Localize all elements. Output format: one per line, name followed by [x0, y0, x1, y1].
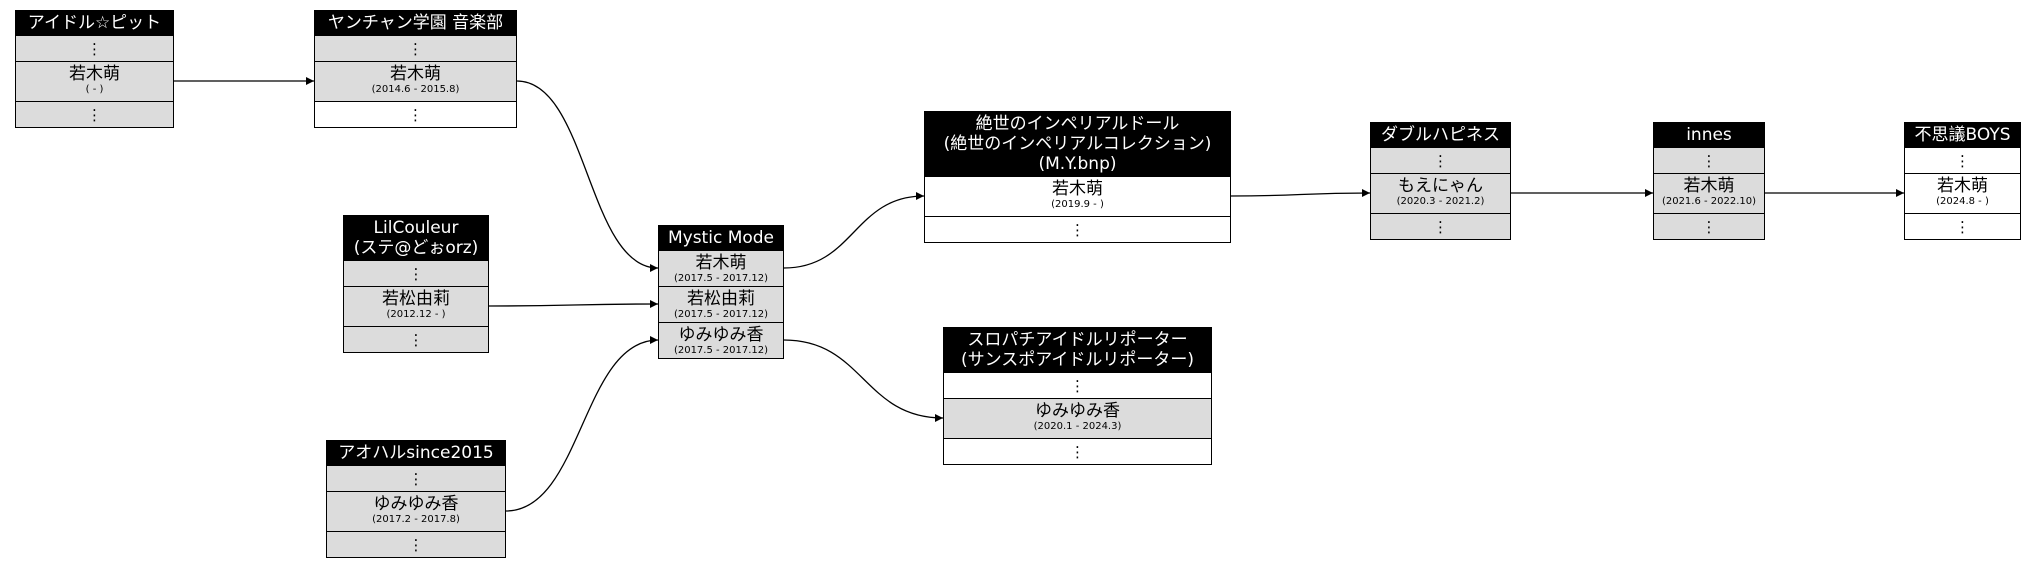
member-period: (2020.3 - 2021.2) — [1396, 196, 1485, 207]
group-title: アイドル☆ピット — [16, 11, 173, 35]
group-title-line: アオハルsince2015 — [338, 443, 494, 463]
member-period: (2021.6 - 2022.10) — [1661, 196, 1757, 207]
group-title: ヤンチャン学園 音楽部 — [315, 11, 516, 35]
member-entry[interactable]: 若木萌 (2021.6 - 2022.10) — [1654, 173, 1764, 213]
member-name: ゆみゆみ香 — [373, 494, 459, 514]
member-entry[interactable]: 若木萌 ( - ) — [16, 61, 173, 101]
member-name: 若木萌 — [695, 253, 747, 273]
member-ellipsis: ⋮ — [315, 101, 516, 127]
group-node-double-happiness[interactable]: ダブルハピネス ⋮ もえにゃん (2020.3 - 2021.2) ⋮ — [1370, 122, 1511, 240]
connector-arrow-lilcouleur-to-mystic — [488, 300, 659, 309]
group-title-line: アイドル☆ピット — [27, 13, 162, 33]
member-period: (2017.5 - 2017.12) — [673, 309, 769, 320]
group-title-line: LilCouleur — [373, 218, 459, 238]
connector-arrow-mystic-to-slopachi — [783, 339, 944, 422]
member-name: 若松由莉 — [687, 289, 755, 309]
member-ellipsis: ⋮ — [315, 35, 516, 61]
group-node-idol-pit[interactable]: アイドル☆ピット ⋮ 若木萌 ( - ) ⋮ — [15, 10, 174, 128]
member-ellipsis: ⋮ — [16, 101, 173, 127]
member-period: (2024.8 - ) — [1936, 196, 1989, 207]
member-entry[interactable]: ゆみゆみ香 (2017.2 - 2017.8) — [327, 491, 505, 531]
group-title-line: ダブルハピネス — [1381, 125, 1500, 145]
member-ellipsis: ⋮ — [1654, 147, 1764, 173]
member-name: ゆみゆみ香 — [1035, 401, 1120, 421]
member-name: 若木萌 — [1052, 179, 1103, 199]
group-title-line: innes — [1686, 125, 1732, 145]
member-entry[interactable]: ゆみゆみ香 (2020.1 - 2024.3) — [944, 398, 1211, 438]
group-node-fushigi-boys[interactable]: 不思議BOYS ⋮ 若木萌 (2024.8 - ) ⋮ — [1904, 122, 2021, 240]
group-title-line: Mystic Mode — [667, 228, 775, 248]
member-ellipsis: ⋮ — [344, 326, 488, 352]
member-entry[interactable]: 若松由莉 (2017.5 - 2017.12) — [659, 286, 783, 322]
group-title-line: 絶世のインペリアルドール — [975, 114, 1180, 134]
member-entry[interactable]: 若木萌 (2024.8 - ) — [1905, 173, 2020, 213]
group-node-mystic-mode[interactable]: Mystic Mode 若木萌 (2017.5 - 2017.12) 若松由莉 … — [658, 225, 784, 359]
group-title: 不思議BOYS — [1905, 123, 2020, 147]
member-ellipsis: ⋮ — [944, 438, 1211, 464]
member-entry[interactable]: 若木萌 (2014.6 - 2015.8) — [315, 61, 516, 101]
member-ellipsis: ⋮ — [944, 372, 1211, 398]
member-period: (2017.2 - 2017.8) — [372, 514, 460, 525]
group-title-line: ヤンチャン学園 音楽部 — [327, 13, 504, 33]
connector-arrow-mystic-to-zessei — [783, 192, 925, 269]
group-title-line: 不思議BOYS — [1914, 125, 2011, 145]
group-title-line: スロパチアイドルリポーター — [967, 330, 1188, 350]
member-ellipsis: ⋮ — [1371, 213, 1510, 239]
member-name: 若木萌 — [1683, 176, 1735, 196]
member-name: 若木萌 — [390, 64, 441, 84]
member-entry[interactable]: 若木萌 (2017.5 - 2017.12) — [659, 250, 783, 286]
group-title-line: (ステ@どぉorz) — [353, 238, 479, 258]
member-period: (2020.1 - 2024.3) — [1033, 421, 1122, 432]
member-ellipsis: ⋮ — [1905, 147, 2020, 173]
connector-arrow-zessei-to-double_happiness — [1230, 189, 1371, 198]
group-title: スロパチアイドルリポーター (サンスポアイドルリポーター) — [944, 328, 1211, 372]
member-period: (2017.5 - 2017.12) — [673, 345, 769, 356]
group-node-yanchan-gakuen[interactable]: ヤンチャン学園 音楽部 ⋮ 若木萌 (2014.6 - 2015.8) ⋮ — [314, 10, 517, 128]
connector-arrow-yanchan-to-mystic — [516, 80, 659, 272]
group-title: Mystic Mode — [659, 226, 783, 250]
member-ellipsis: ⋮ — [1654, 213, 1764, 239]
member-name: 若木萌 — [1937, 176, 1988, 196]
member-period: ( - ) — [85, 84, 104, 95]
group-node-aoharu-since-2015[interactable]: アオハルsince2015 ⋮ ゆみゆみ香 (2017.2 - 2017.8) … — [326, 440, 506, 558]
group-title-line: (M.Y.bnp) — [1038, 154, 1117, 174]
member-entry[interactable]: ゆみゆみ香 (2017.5 - 2017.12) — [659, 322, 783, 358]
member-period: (2014.6 - 2015.8) — [371, 84, 460, 95]
member-entry[interactable]: 若松由莉 (2012.12 - ) — [344, 286, 488, 326]
group-title: アオハルsince2015 — [327, 441, 505, 465]
member-period: (2012.12 - ) — [386, 309, 446, 320]
member-ellipsis: ⋮ — [327, 465, 505, 491]
group-title-line: (絶世のインペリアルコレクション) — [943, 134, 1212, 154]
member-ellipsis: ⋮ — [344, 260, 488, 286]
member-ellipsis: ⋮ — [1371, 147, 1510, 173]
group-node-slopachi-idol-reporter[interactable]: スロパチアイドルリポーター (サンスポアイドルリポーター) ⋮ ゆみゆみ香 (2… — [943, 327, 1212, 465]
member-ellipsis: ⋮ — [16, 35, 173, 61]
group-title-line: (サンスポアイドルリポーター) — [960, 350, 1195, 370]
member-name: 若松由莉 — [382, 289, 450, 309]
connector-arrow-aoharu-to-mystic — [505, 336, 659, 512]
member-entry[interactable]: もえにゃん (2020.3 - 2021.2) — [1371, 173, 1510, 213]
member-entry[interactable]: 若木萌 (2019.9 - ) — [925, 176, 1230, 216]
member-period: (2019.9 - ) — [1051, 199, 1104, 210]
member-name: 若木萌 — [69, 64, 120, 84]
member-ellipsis: ⋮ — [1905, 213, 2020, 239]
group-title: LilCouleur (ステ@どぉorz) — [344, 216, 488, 260]
member-name: ゆみゆみ香 — [678, 325, 764, 345]
group-title: 絶世のインペリアルドール (絶世のインペリアルコレクション) (M.Y.bnp) — [925, 112, 1230, 176]
group-title: innes — [1654, 123, 1764, 147]
member-period: (2017.5 - 2017.12) — [673, 273, 769, 284]
group-title: ダブルハピネス — [1371, 123, 1510, 147]
group-node-zessei-imperial-doll[interactable]: 絶世のインペリアルドール (絶世のインペリアルコレクション) (M.Y.bnp)… — [924, 111, 1231, 243]
member-ellipsis: ⋮ — [327, 531, 505, 557]
group-node-innes[interactable]: innes ⋮ 若木萌 (2021.6 - 2022.10) ⋮ — [1653, 122, 1765, 240]
group-node-lilcouleur[interactable]: LilCouleur (ステ@どぉorz) ⋮ 若松由莉 (2012.12 - … — [343, 215, 489, 353]
member-ellipsis: ⋮ — [925, 216, 1230, 242]
member-name: もえにゃん — [1398, 176, 1483, 196]
